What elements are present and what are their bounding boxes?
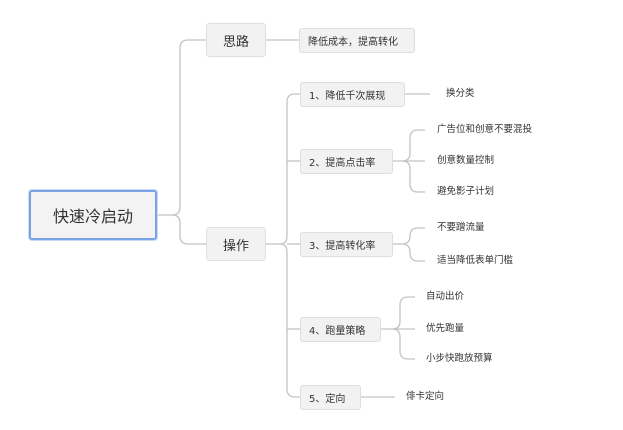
node-op-c4[interactable]: 4、跑量策略 [300, 317, 381, 342]
leaf-c2-3[interactable]: 避免影子计划 [437, 186, 495, 197]
leaf-c2-1[interactable]: 广告位和创意不要混投 [437, 124, 533, 135]
leaf-c1-1[interactable]: 换分类 [446, 88, 475, 99]
link-root-operation [171, 214, 206, 245]
link-root-idea [157, 39, 206, 216]
leaf-c2-2[interactable]: 创意数量控制 [437, 155, 495, 166]
link-op-c5 [279, 243, 300, 398]
leaf-c5-1[interactable]: 俳卡定向 [406, 391, 445, 402]
leaf-c4-3[interactable]: 小步快跑放预算 [426, 353, 493, 364]
branch-idea-node[interactable]: 思路 [206, 23, 266, 57]
node-op-c1[interactable]: 1、降低千次展现 [300, 82, 405, 107]
link-c3-leaves [393, 227, 425, 262]
leaf-c3-2[interactable]: 适当降低表单门槛 [437, 255, 514, 266]
root-node[interactable]: 快速冷启动 [29, 190, 157, 240]
link-c2-leaves [393, 129, 425, 193]
link-op-c1 [279, 93, 300, 245]
link-c4-leaves [381, 296, 415, 360]
leaf-c3-1[interactable]: 不要蹭流量 [437, 222, 485, 233]
node-op-c2[interactable]: 2、提高点击率 [300, 149, 393, 174]
leaf-c4-2[interactable]: 优先跑量 [426, 323, 465, 334]
node-op-c3[interactable]: 3、提高转化率 [300, 232, 393, 257]
branch-operation-node[interactable]: 操作 [206, 227, 266, 261]
node-reduce-cost[interactable]: 降低成本，提高转化 [299, 28, 415, 53]
node-op-c5[interactable]: 5、定向 [300, 385, 361, 410]
leaf-c4-1[interactable]: 自动出价 [426, 291, 465, 302]
